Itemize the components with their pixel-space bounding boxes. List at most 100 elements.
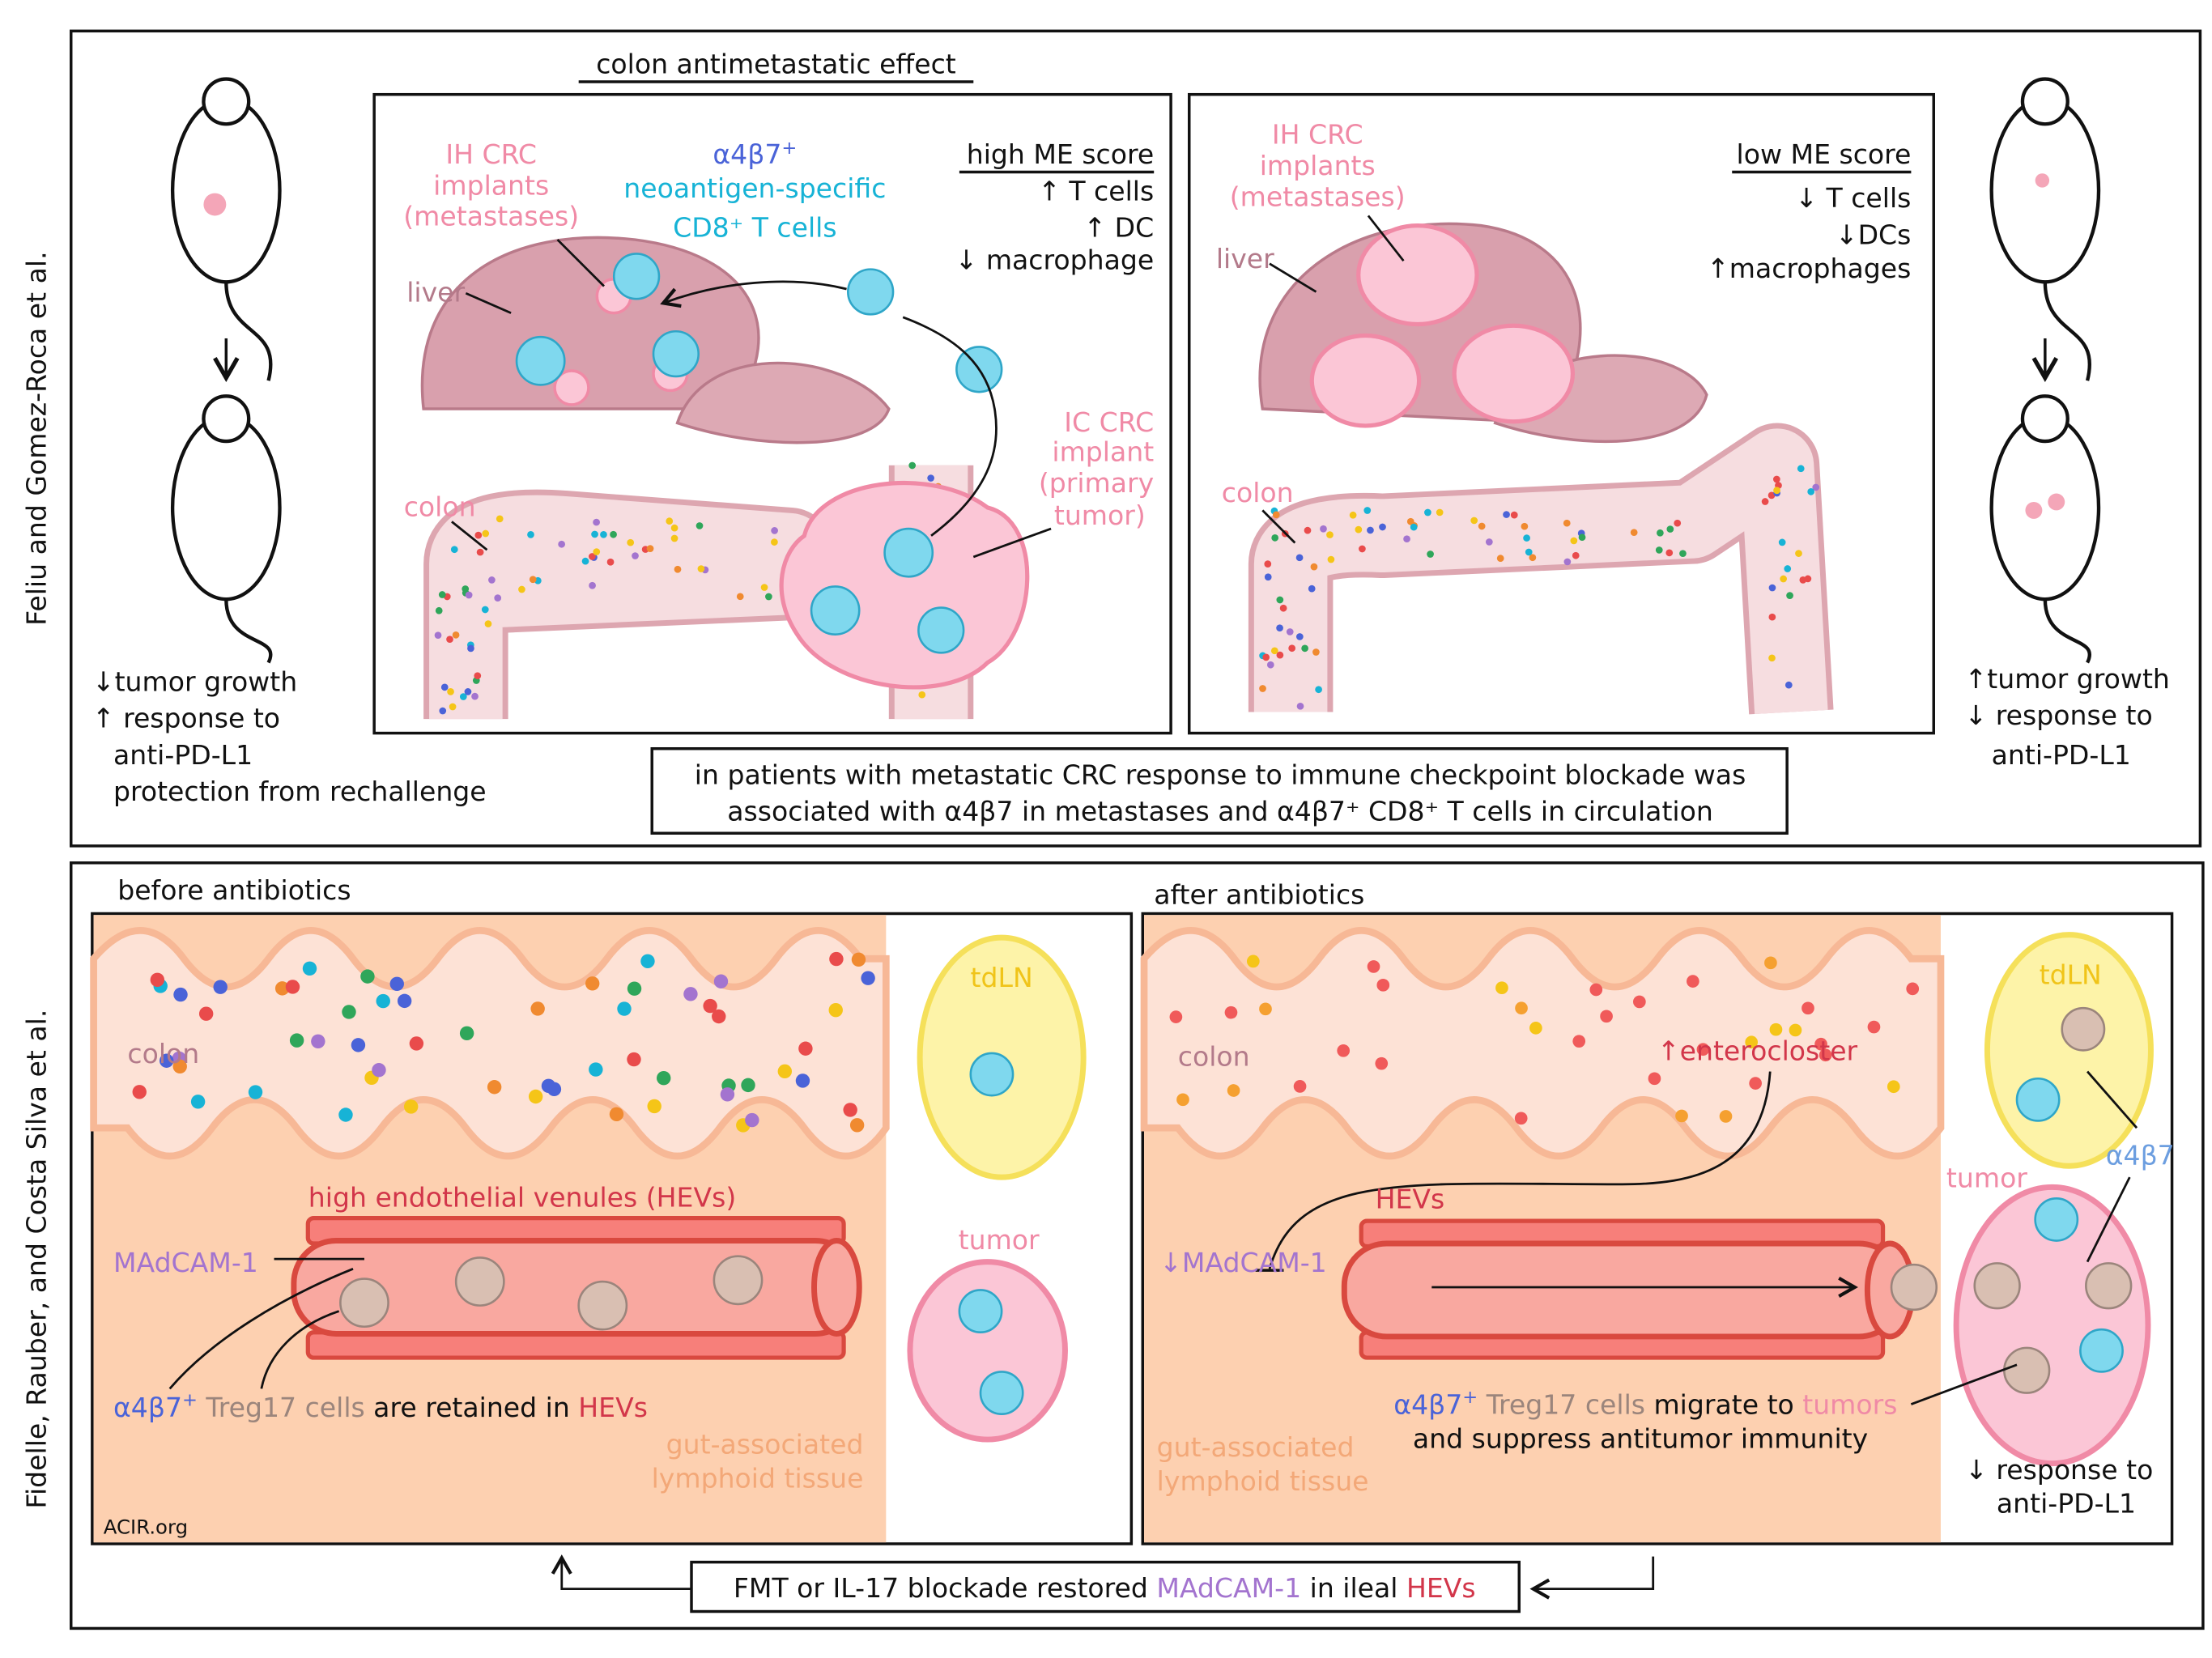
bacteria-dot — [851, 952, 866, 967]
svg-text:after antibiotics: after antibiotics — [1154, 878, 1364, 910]
bacteria-dot — [132, 1085, 147, 1099]
bacteria-dot — [1403, 535, 1410, 543]
bacteria-dot — [452, 631, 460, 639]
svg-text:FMT or IL-17 blockade restored: FMT or IL-17 blockade restoredMAdCAM-1in… — [734, 1572, 1476, 1604]
bacteria-dot — [666, 517, 674, 525]
bacteria-dot — [1789, 1023, 1802, 1037]
svg-text:implants: implants — [1260, 150, 1376, 181]
bacteria-dot — [1169, 1010, 1183, 1023]
bacteria-dot — [591, 530, 598, 538]
bacteria-dot — [760, 584, 768, 591]
bacteria-dot — [1406, 517, 1414, 525]
bacteria-dot — [627, 538, 635, 546]
bacteria-dot — [285, 980, 300, 994]
svg-text:colon: colon — [404, 491, 476, 522]
high-me-panel: IH CRC implants (metastases) α4β7+ neoan… — [372, 92, 1172, 735]
mouse-icon-left-top — [170, 77, 282, 381]
bacteria-dot — [1495, 981, 1508, 995]
bacteria-dot — [1768, 613, 1776, 621]
bacteria-dot — [1176, 1093, 1189, 1107]
bacteria-dot — [1375, 1056, 1389, 1070]
bacteria-dot — [1295, 554, 1304, 562]
bacteria-dot — [627, 1052, 641, 1067]
svg-text:gut-associated: gut-associated — [1157, 1431, 1355, 1463]
bacteria-dot — [338, 1107, 353, 1122]
bacteria-dot — [1773, 487, 1780, 495]
svg-text:tdLN: tdLN — [971, 962, 1033, 993]
bacteria-dot — [1768, 584, 1776, 592]
bacteria-dot — [1315, 686, 1322, 694]
bacteria-dot — [487, 1080, 502, 1095]
bacteria-dot — [447, 688, 454, 695]
bacteria-dot — [697, 565, 705, 572]
svg-text:tdLN: tdLN — [2040, 959, 2102, 991]
bacteria-dot — [440, 683, 449, 691]
bacteria-dot — [1272, 511, 1280, 519]
bacteria-dot — [1478, 522, 1486, 530]
bacteria-dot — [464, 688, 472, 695]
bacteria-dot — [829, 951, 844, 967]
bacteria-dot — [1648, 1072, 1661, 1086]
bacteria-dot — [1312, 648, 1320, 656]
svg-text:high endothelial venules (HEVs: high endothelial venules (HEVs) — [308, 1182, 736, 1214]
treg-cells — [339, 1255, 764, 1331]
svg-text:α4β7+: α4β7+ — [713, 138, 797, 170]
bacteria-dot — [1327, 555, 1335, 563]
bacteria-dot — [541, 1078, 556, 1094]
bacteria-dot — [474, 672, 482, 680]
bacteria-dot — [1355, 525, 1363, 534]
bacteria-dot — [1600, 1010, 1613, 1023]
svg-text:implant: implant — [1052, 436, 1154, 467]
bacteria-dot — [1485, 538, 1493, 546]
svg-text:anti-PD-L1: anti-PD-L1 — [113, 739, 253, 771]
bacteria-dot — [438, 591, 446, 598]
bacteria-dot — [172, 1059, 187, 1074]
bacteria-dot — [494, 594, 502, 602]
bacteria-dot — [1630, 529, 1638, 537]
bottom-frame — [70, 861, 2205, 1630]
bacteria-dot — [617, 1001, 632, 1016]
bacteria-dot — [1687, 975, 1699, 988]
bacteria-dot — [1802, 1001, 1814, 1015]
right-mouse-notes: ↑tumor growth ↓ response to anti-PD-L1 — [1965, 663, 2170, 771]
bacteria-dot — [1570, 537, 1578, 545]
bacteria-dot — [696, 522, 704, 529]
bacteria-dot — [465, 591, 473, 599]
bacteria-dot — [1529, 554, 1537, 562]
bottom-side-label: Fidelle, Rauber, and Costa Silva et al. — [20, 1010, 52, 1509]
bacteria-dot — [1337, 1044, 1351, 1057]
primary-tumor — [779, 480, 1030, 690]
bacteria-dot — [1259, 685, 1266, 692]
bacteria-dot — [1470, 517, 1478, 525]
bacteria-dot — [828, 1002, 843, 1018]
bacteria-dot — [843, 1103, 857, 1117]
bacteria-dot — [670, 524, 678, 532]
bacteria-dot — [1572, 1035, 1586, 1048]
bacteria-dot — [849, 1118, 865, 1133]
left-mouse-notes: ↓tumor growth ↑ response to anti-PD-L1 p… — [92, 665, 487, 807]
bacteria-dot — [150, 972, 165, 988]
svg-text:gut-associated: gut-associated — [666, 1428, 864, 1460]
bacteria-dot — [434, 631, 442, 640]
bacteria-dot — [1379, 523, 1386, 531]
bacteria-dot — [1666, 525, 1674, 533]
bacteria-dot — [198, 1006, 214, 1021]
svg-text:lymphoid tissue: lymphoid tissue — [652, 1462, 864, 1494]
bacteria-dot — [476, 548, 484, 556]
bacteria-dot — [1515, 1001, 1528, 1015]
bacteria-dot — [403, 1099, 419, 1114]
bacteria-dot — [585, 976, 600, 991]
svg-text:↑tumor growth: ↑tumor growth — [1965, 663, 2170, 695]
bacteria-dot — [1819, 1048, 1832, 1062]
bacteria-dot — [683, 987, 698, 1001]
bacteria-dot — [600, 530, 607, 538]
svg-text:↑ response to: ↑ response to — [92, 703, 280, 734]
top-frame — [70, 29, 2202, 848]
svg-text:CD8⁺ T cells: CD8⁺ T cells — [673, 212, 836, 244]
svg-text:↑enterocloster: ↑enterocloster — [1657, 1035, 1858, 1067]
bacteria-dot — [1310, 563, 1318, 571]
top-side-label: Feliu and Gomez-Roca et al. — [20, 251, 52, 625]
bacteria-dot — [1761, 498, 1769, 505]
